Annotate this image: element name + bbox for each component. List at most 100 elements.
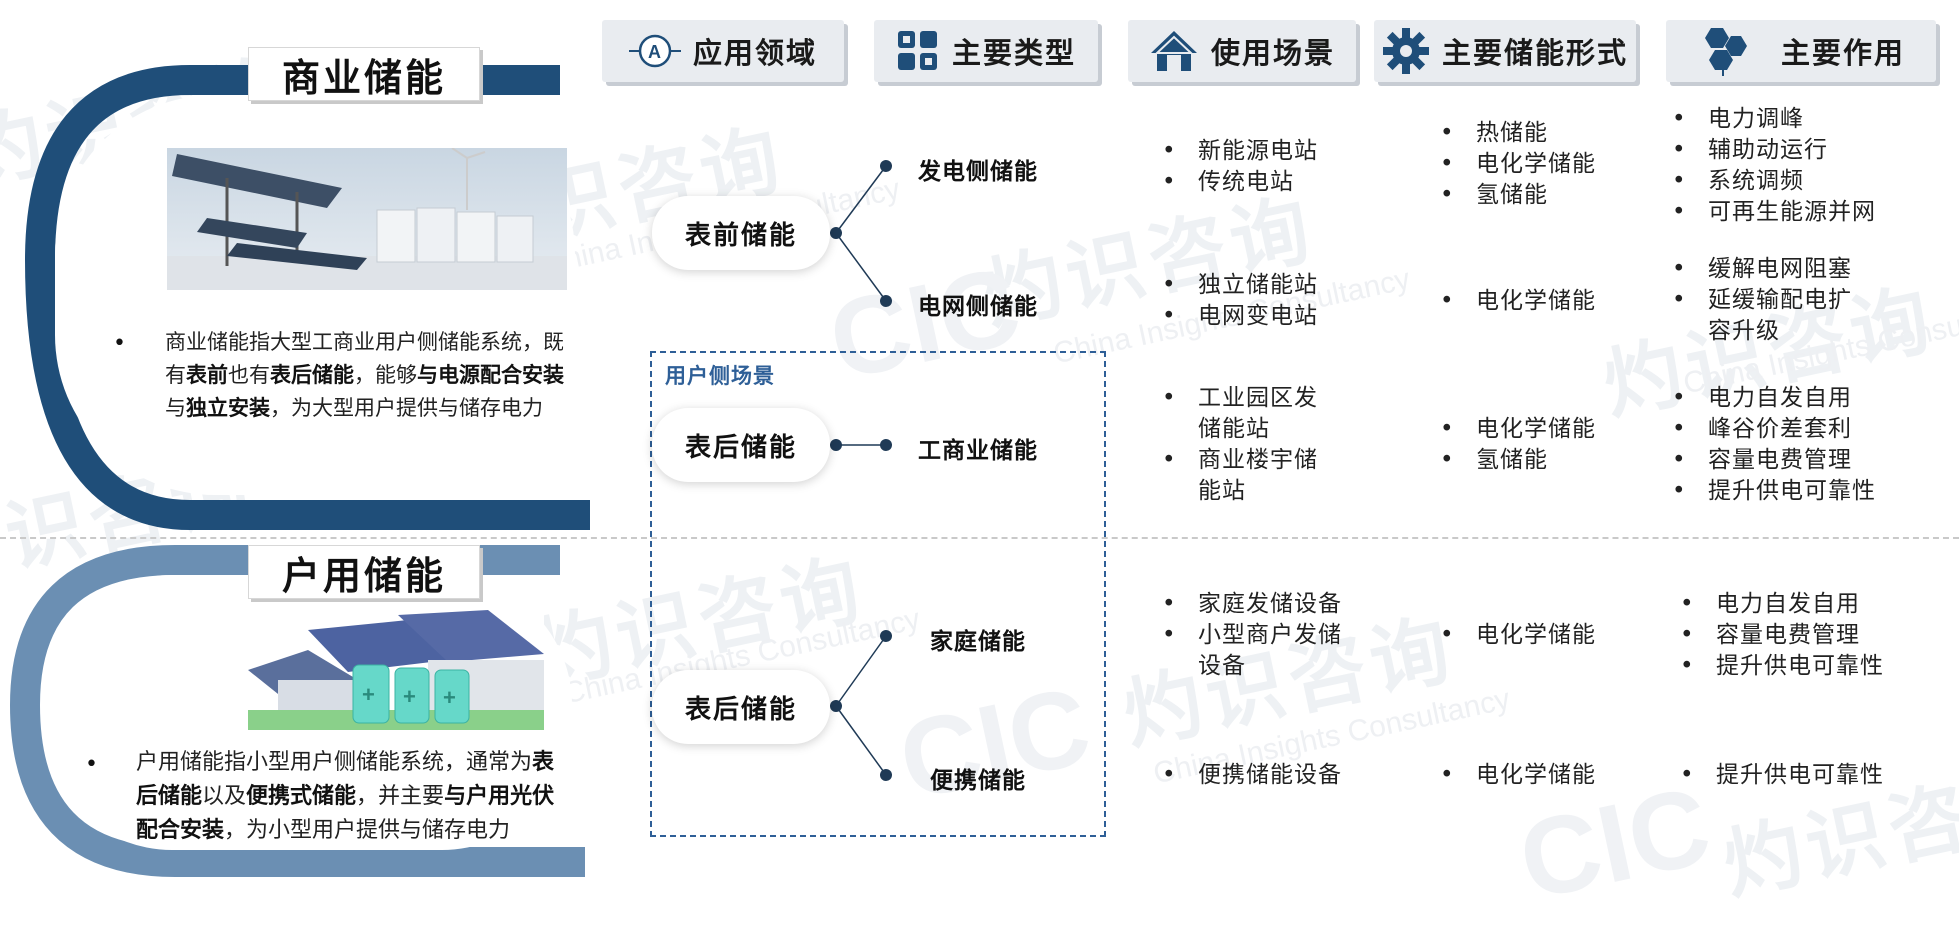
list-item: 便携储能设备 [1162,760,1342,791]
scenes-grid-side: 独立储能站 电网变电站 [1162,270,1318,332]
connector-dot [880,295,892,307]
description-segment: 表后储能 [270,363,354,387]
list-item: 系统调频 [1672,166,1876,197]
description-segment: 表前 [186,363,228,387]
header-application-field: A 应用领域 [602,20,844,82]
commercial-title: 商业储能 [248,47,480,101]
connector-dot [830,439,842,451]
user-side-label: 用户侧场景 [665,364,775,388]
section-divider [0,537,1959,539]
a-circle-icon: A [628,33,681,69]
type-gen-side: 发电侧储能 [918,159,1038,185]
list-item: 提升供电可靠性 [1680,651,1884,682]
connector-dot [830,227,842,239]
description-segment: ，为大型用户提供与储存电力 [270,396,543,420]
type-portable: 便携储能 [930,768,1026,794]
scenes-gen-side: 新能源电站 传统电站 [1162,136,1318,198]
roles-gen-side: 电力调峰 辅助动运行 系统调频 可再生能源并网 [1672,104,1876,228]
connector-dot [830,700,842,712]
home-battery-image: +++ [248,610,544,730]
svg-text:+: + [443,685,456,710]
list-item: 容量电费管理 [1672,445,1876,476]
house-icon [1149,29,1199,73]
roles-grid-side: 缓解电网阻塞 延缓输配电扩 容升级 [1672,254,1852,347]
description-segment: 与电源配合安装 [417,363,564,387]
behind-meter-node: 表后储能 [652,408,830,482]
connector-dot [880,439,892,451]
header-label: 使用场景 [1210,36,1335,70]
roles-portable: 提升供电可靠性 [1680,760,1884,791]
connector-dot [880,160,892,172]
list-item: 家庭发储设备 [1162,589,1342,620]
description-segment: ，并主要 [356,784,445,809]
header-label: 主要作用 [1780,36,1905,70]
list-item: 氢储能 [1440,180,1596,211]
gear-icon [1382,27,1430,75]
description-segment: 以及 [202,784,247,809]
list-item: 氢储能 [1440,445,1596,476]
list-item: 储能站 [1198,416,1270,442]
list-item: 设备 [1198,653,1246,679]
list-item: 小型商户发储 [1162,620,1342,651]
bullet-dot: • [85,752,98,777]
list-item: 工业园区发 [1162,383,1318,414]
list-item: 传统电站 [1162,167,1318,198]
hexagon-cluster-icon [1697,26,1749,76]
behind-meter-node: 表后储能 [652,670,830,744]
description-segment: 表后储能 [136,750,555,809]
description-segment: 与 [165,396,186,420]
commercial-description: 商业储能指大型工商业用户侧储能系统，既有表前也有表后储能，能够与电源配合安装与独… [165,326,580,425]
list-item: 缓解电网阻塞 [1672,254,1852,285]
list-item: 电化学储能 [1440,620,1596,651]
scenes-commercial-industrial: 工业园区发 储能站 商业楼宇储 能站 [1162,383,1318,507]
description-segment: 户用储能指小型用户侧储能系统，通常为 [136,750,533,775]
grid-icon [896,29,940,73]
user-side-box [650,351,1106,837]
list-item: 容量电费管理 [1680,620,1884,651]
forms-commercial-industrial: 电化学储能 氢储能 [1440,414,1596,476]
list-item: 延缓输配电扩 [1672,285,1852,316]
connector-dot [880,630,892,642]
header-main-functions: 主要作用 [1666,20,1936,82]
list-item: 新能源电站 [1162,136,1318,167]
type-home: 家庭储能 [930,629,1026,655]
type-commercial-industrial: 工商业储能 [918,438,1038,464]
list-item: 峰谷价差套利 [1672,414,1876,445]
header-use-scenes: 使用场景 [1128,20,1356,82]
list-item: 电化学储能 [1440,286,1596,317]
description-segment: 也有 [228,363,270,387]
description-segment: 独立安装 [186,396,270,420]
scenes-portable: 便携储能设备 [1162,760,1342,791]
svg-text:A: A [648,42,661,62]
description-segment: 与户用光伏配合安装 [136,784,555,843]
description-segment: 便携式储能 [246,784,357,809]
list-item: 热储能 [1440,118,1596,149]
list-item: 容升级 [1708,318,1780,344]
list-item: 电力自发自用 [1672,383,1876,414]
list-item: 电力自发自用 [1680,589,1884,620]
list-item: 电化学储能 [1440,414,1596,445]
list-item: 电化学储能 [1440,760,1596,791]
bullet-dot: • [113,331,126,356]
forms-home: 电化学储能 [1440,620,1596,651]
scenes-home: 家庭发储设备 小型商户发储 设备 [1162,589,1342,682]
header-label: 主要储能形式 [1441,36,1628,70]
list-item: 电网变电站 [1162,301,1318,332]
header-label: 应用领域 [692,36,817,70]
roles-home: 电力自发自用 容量电费管理 提升供电可靠性 [1680,589,1884,682]
list-item: 电力调峰 [1672,104,1876,135]
connector-dot [880,769,892,781]
description-segment: ，为小型用户提供与储存电力 [224,818,511,843]
list-item: 商业楼宇储 [1162,445,1318,476]
list-item: 独立储能站 [1162,270,1318,301]
front-meter-node: 表前储能 [652,196,830,270]
list-item: 提升供电可靠性 [1680,760,1884,791]
household-title: 户用储能 [248,545,480,599]
forms-portable: 电化学储能 [1440,760,1596,791]
description-segment: ，能够 [354,363,417,387]
list-item: 提升供电可靠性 [1672,476,1876,507]
list-item: 辅助动运行 [1672,135,1876,166]
list-item: 电化学储能 [1440,149,1596,180]
description-segment: 商业储能指大型工商业用户侧储能系统，既有 [165,330,564,387]
connector-lines [835,165,887,776]
